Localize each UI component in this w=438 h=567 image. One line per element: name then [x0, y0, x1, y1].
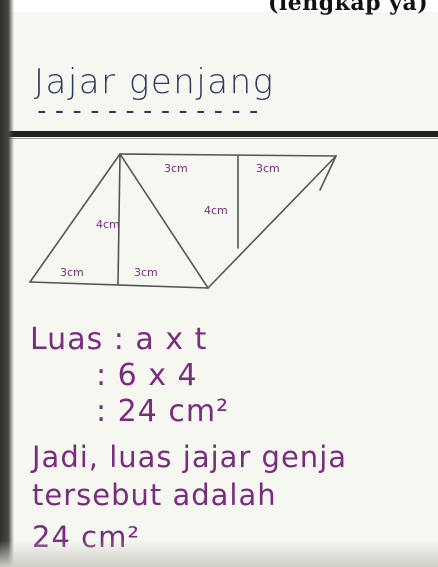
label-bottom-left: 3cm [60, 266, 84, 279]
page-title: Jajar genjang [34, 62, 275, 102]
divider-line [0, 131, 438, 137]
label-height-left: 4cm [96, 218, 120, 231]
page-edge-shadow [0, 0, 14, 567]
area-substitution: : 6 x 4 [96, 358, 198, 393]
area-formula: Luas : a x t [30, 322, 208, 357]
parallelogram-left-edge [29, 153, 121, 283]
parallelogram-top-edge [119, 153, 337, 157]
label-top-left: 3cm [164, 162, 188, 175]
top-cut-text: (lengkap ya) [268, 0, 429, 16]
parallelogram-diagram: 3cm 3cm 4cm 4cm 3cm 3cm [29, 153, 337, 289]
label-top-right: 3cm [256, 162, 280, 175]
label-height-right: 4cm [204, 204, 228, 217]
height-line-left [117, 153, 121, 285]
title-underline: ------------- [34, 96, 264, 126]
divider-line-thin [0, 138, 438, 139]
parallelogram-right-edge [207, 155, 337, 289]
area-result: : 24 cm² [96, 394, 230, 429]
top-cut-strip: (lengkap ya) [0, 0, 438, 16]
extension-stroke [319, 155, 337, 191]
label-bottom-right: 3cm [134, 266, 158, 279]
conclusion-line-2: tersebut adalah [32, 478, 277, 512]
diagonal-line [119, 153, 209, 289]
conclusion-line-1: Jadi, luas jajar genja [32, 440, 348, 474]
parallelogram-bottom-edge [29, 281, 209, 289]
page-bottom-shade [0, 540, 438, 567]
